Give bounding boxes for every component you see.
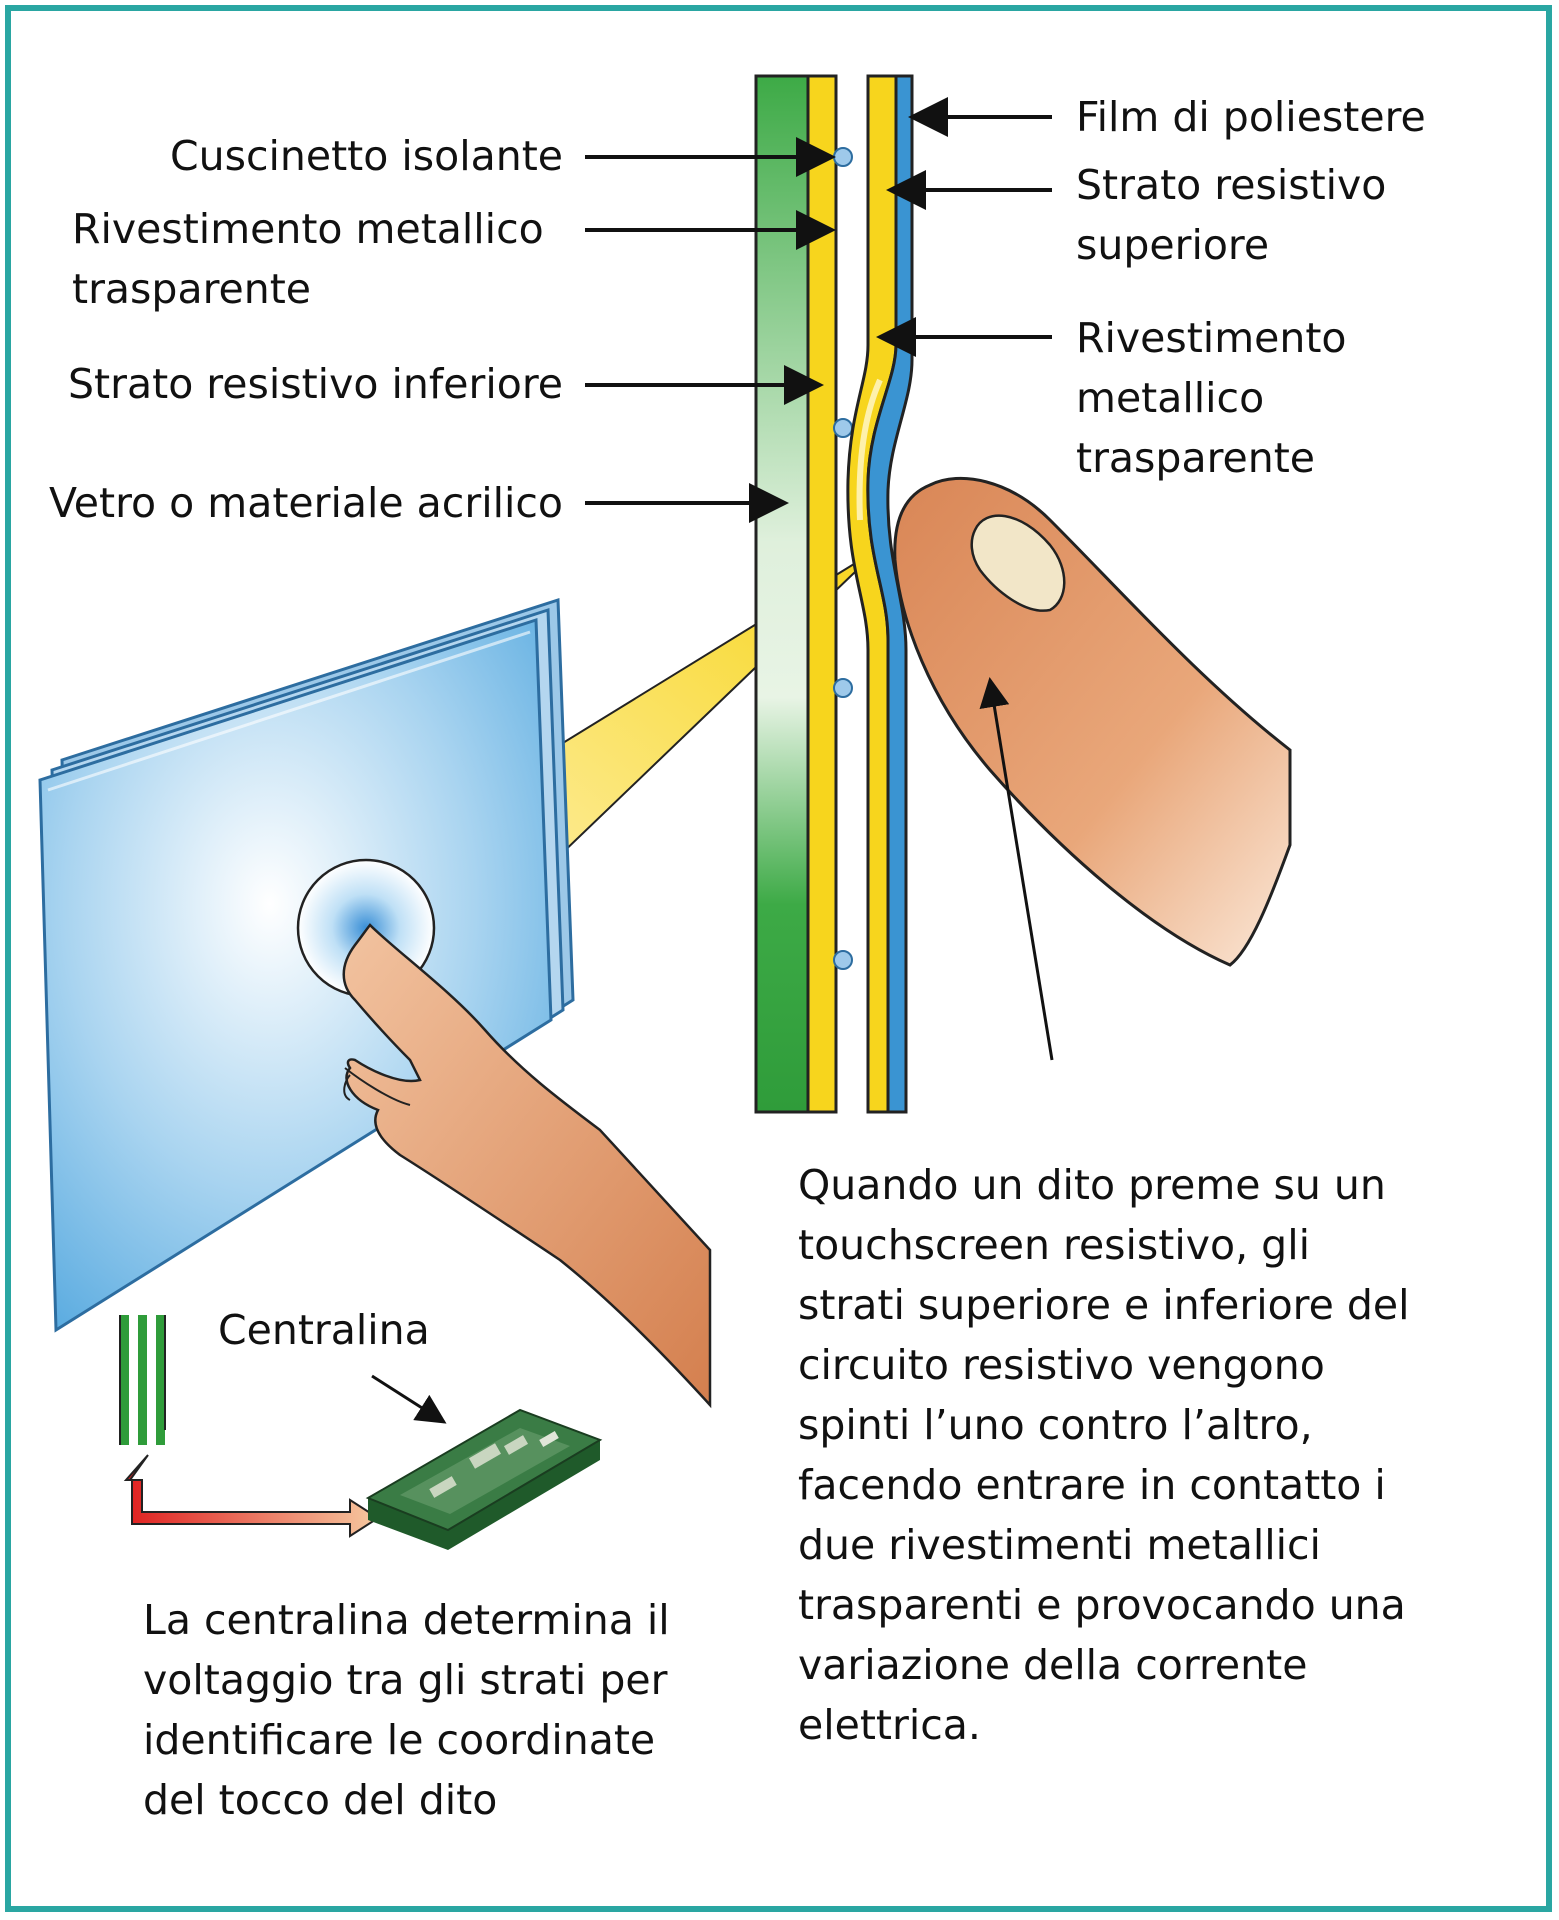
controller-board (365, 1408, 603, 1550)
explanation-line: touchscreen resistivo, gli (798, 1221, 1310, 1269)
insulating-dot (833, 678, 853, 698)
explanation-line: circuito resistivo vengono (798, 1341, 1325, 1389)
explanation-line: strati superiore e inferiore del (798, 1281, 1410, 1329)
explanation-text: Quando un dito preme su un touchscreen r… (798, 1155, 1410, 1755)
signal-arrow (123, 1454, 380, 1538)
diagram-frame (5, 5, 1552, 1912)
label-upper-resistive-line2: superiore (1076, 221, 1270, 269)
insulating-dot (833, 147, 853, 167)
finger-illustration (893, 477, 1292, 967)
explanation-line: facendo entrare in contatto i (798, 1461, 1386, 1509)
caption-line: voltaggio tra gli strati per (143, 1656, 668, 1704)
caption-line: La centralina determina il (143, 1596, 670, 1644)
label-metal-coating-left-line2: trasparente (72, 265, 312, 313)
explanation-line: trasparenti e provocando una (798, 1581, 1406, 1629)
label-metal-coating-left-line1: Rivestimento metallico (72, 205, 544, 253)
label-upper-resistive-line1: Strato resistivo (1076, 161, 1387, 209)
explanation-line: elettrica. (798, 1701, 981, 1749)
caption-line: del tocco del dito (143, 1776, 498, 1824)
label-insulating-pad: Cuscinetto isolante (169, 132, 563, 180)
explanation-line: spinti l’uno contro l’altro, (798, 1401, 1313, 1449)
caption-line: identificare le coordinate (143, 1716, 656, 1764)
touchscreen-panel (38, 597, 575, 1333)
controller-caption: La centralina determina il voltaggio tra… (143, 1590, 670, 1830)
label-metal-coating-right-line1: Rivestimento (1076, 314, 1347, 362)
label-controller: Centralina (218, 1306, 430, 1354)
explanation-line: due rivestimenti metallici (798, 1521, 1321, 1569)
label-polyester-film: Film di poliestere (1076, 93, 1426, 141)
insulating-dot (833, 950, 853, 970)
label-glass: Vetro o materiale acrilico (48, 479, 563, 527)
explanation-line: variazione della corrente (798, 1641, 1308, 1689)
insulating-dot (833, 418, 853, 438)
label-metal-coating-right-line3: trasparente (1076, 434, 1316, 482)
arrow-finger (979, 677, 1054, 1061)
label-metal-coating-right-line2: metallico (1076, 374, 1265, 422)
explanation-line: Quando un dito preme su un (798, 1161, 1386, 1209)
hand-illustration (342, 923, 712, 1409)
label-lower-resistive: Strato resistivo inferiore (68, 360, 563, 408)
panel-cable (119, 1315, 166, 1445)
